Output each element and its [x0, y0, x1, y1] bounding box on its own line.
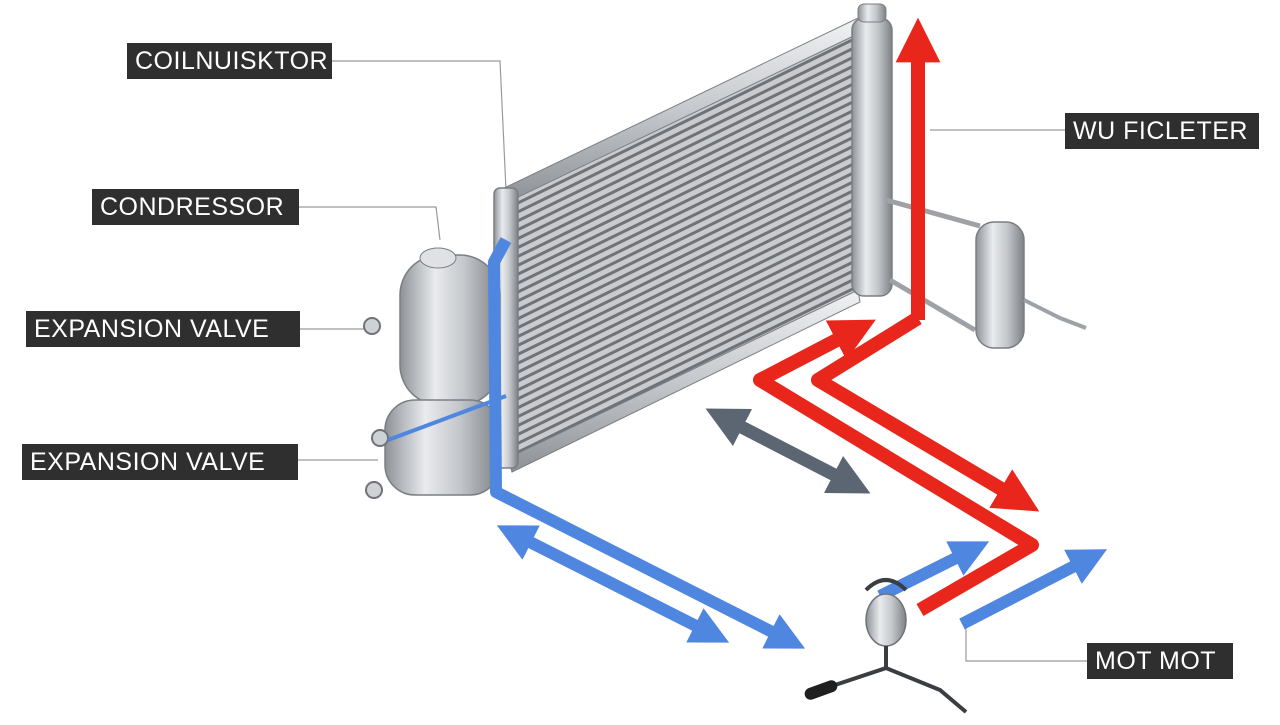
leader-lines — [298, 60, 1087, 662]
filter-drier — [885, 197, 1087, 349]
cold-flow-arrow-motor-left — [877, 541, 990, 602]
filter-drier-body — [975, 221, 1025, 349]
mount-bracket-middle — [371, 429, 389, 447]
mount-bracket-lower — [365, 481, 383, 499]
leader-line-compressor — [299, 206, 441, 241]
compressor-top — [419, 247, 457, 269]
neutral-flow-arrow — [705, 408, 871, 494]
label-expansion-valve-upper: EXPANSION VALVE — [26, 311, 300, 347]
condenser-right-tank — [851, 17, 893, 297]
label-filter: WU FICLETER — [1065, 113, 1259, 149]
motor-frame — [819, 578, 968, 714]
label-motor: MOT MOT — [1087, 643, 1233, 679]
hot-flow-arrow-outer — [811, 312, 1040, 512]
expansion-valve-body — [384, 399, 501, 496]
compressor-unit — [363, 247, 501, 499]
cold-flow-arrow-diagonal — [496, 525, 730, 643]
compressor-body — [399, 254, 501, 406]
mount-bracket-upper — [363, 317, 381, 335]
motor-handle — [804, 680, 838, 700]
cold-flow-line-valve — [387, 394, 507, 442]
label-condenser: COILNUISKTOR — [127, 43, 332, 79]
label-expansion-valve-lower: EXPANSION VALVE — [22, 444, 298, 480]
condenser-unit — [493, 3, 893, 473]
flow-arrows — [387, 17, 1108, 649]
filter-pipe-lower — [888, 277, 977, 333]
leader-line-motor — [965, 618, 1087, 662]
leader-line-condenser — [332, 60, 507, 191]
condenser-core — [511, 26, 859, 464]
label-compressor: CONDRESSOR — [92, 189, 299, 225]
motor-body — [865, 593, 907, 647]
motor-unit — [804, 578, 968, 714]
condenser-right-cap — [857, 3, 887, 23]
filter-pipe-upper — [885, 197, 981, 229]
hot-flow-arrow-inner — [753, 319, 1039, 617]
cold-flow-arrow-motor-right — [959, 549, 1108, 630]
filter-outlet-pipe — [1023, 298, 1087, 330]
